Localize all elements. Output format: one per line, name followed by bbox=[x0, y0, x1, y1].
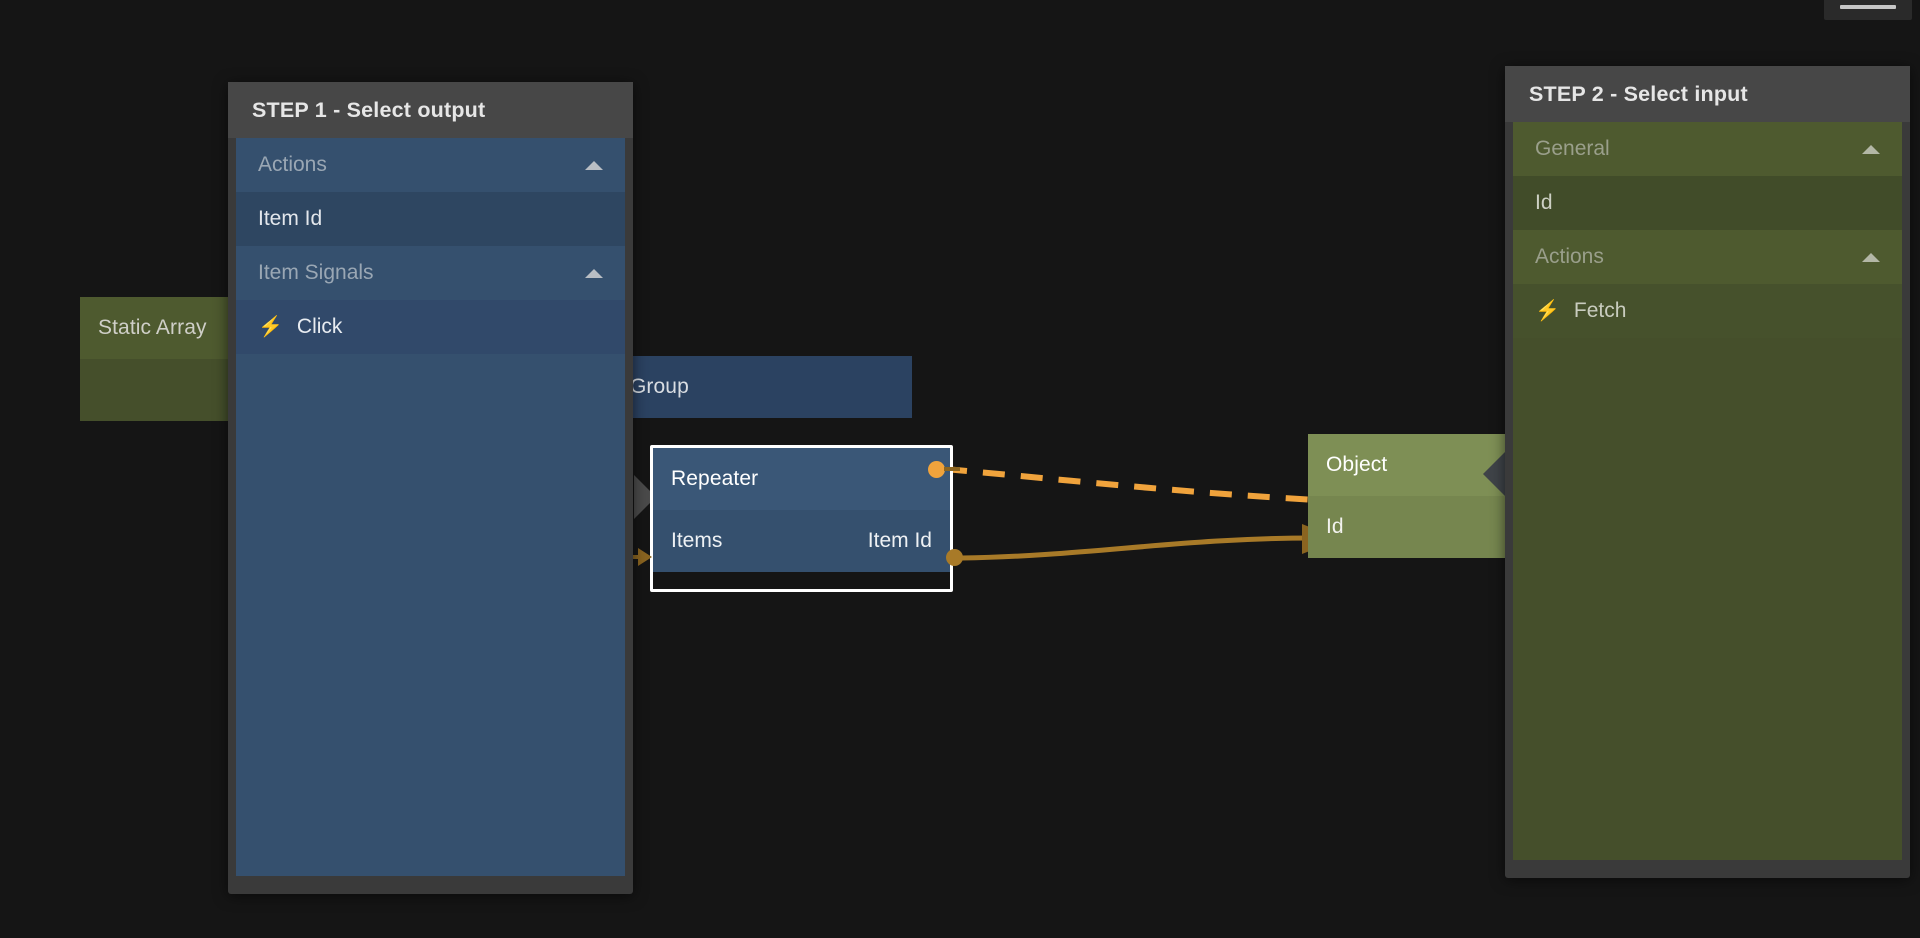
node-title: Group bbox=[612, 356, 912, 418]
step1-row-item-signals-label: Item Signals bbox=[258, 261, 374, 284]
bolt-icon: ⚡ bbox=[258, 316, 283, 338]
chevron-up-icon[interactable] bbox=[1862, 144, 1880, 154]
step1-row-item-id[interactable]: Item Id bbox=[236, 192, 625, 246]
chevron-up-icon[interactable] bbox=[585, 268, 603, 278]
step2-row-fetch-label: Fetch bbox=[1573, 299, 1627, 322]
step1-title: STEP 1 - Select output bbox=[228, 82, 633, 138]
step1-row-item-id-label: Item Id bbox=[258, 207, 323, 230]
repeater-output-port-label[interactable]: Item Id bbox=[867, 529, 932, 552]
value-connection-edge bbox=[959, 524, 1340, 561]
repeater-signal-output-stub bbox=[944, 467, 960, 471]
repeater-signal-output-port[interactable] bbox=[928, 461, 945, 478]
node-object[interactable]: Object Id bbox=[1308, 434, 1505, 558]
chevron-up-icon[interactable] bbox=[585, 160, 603, 170]
bolt-icon: ⚡ bbox=[1535, 300, 1560, 322]
step2-row-id-label: Id bbox=[1535, 191, 1553, 214]
step2-row-id[interactable]: Id bbox=[1513, 176, 1902, 230]
step1-list[interactable]: Actions Item Id Item Signals ⚡ Click bbox=[236, 138, 625, 876]
step2-row-actions[interactable]: Actions bbox=[1513, 230, 1902, 284]
step1-row-actions-label: Actions bbox=[258, 153, 327, 176]
step1-list-empty-area bbox=[236, 354, 625, 876]
step2-row-fetch[interactable]: ⚡ Fetch bbox=[1513, 284, 1902, 338]
step2-list-empty-area bbox=[1513, 338, 1902, 860]
hamburger-icon bbox=[1840, 5, 1896, 9]
repeater-items-input-port[interactable] bbox=[638, 548, 652, 566]
step1-panel[interactable]: STEP 1 - Select output Actions Item Id I… bbox=[228, 82, 633, 894]
step2-list[interactable]: General Id Actions ⚡ Fetch bbox=[1513, 122, 1902, 860]
step1-row-click[interactable]: ⚡ Click bbox=[236, 300, 625, 354]
step2-row-general-label: General bbox=[1535, 137, 1610, 160]
step2-title: STEP 2 - Select input bbox=[1505, 66, 1910, 122]
object-parent-port-icon bbox=[1483, 450, 1507, 498]
node-group[interactable]: Group bbox=[612, 356, 912, 418]
step2-row-general[interactable]: General bbox=[1513, 122, 1902, 176]
step1-row-click-label: Click bbox=[296, 315, 343, 338]
repeater-input-port-label[interactable]: Items bbox=[671, 529, 723, 552]
chevron-up-icon[interactable] bbox=[1862, 252, 1880, 262]
object-input-port-label[interactable]: Id bbox=[1326, 515, 1344, 538]
node-title: Object bbox=[1308, 434, 1505, 496]
step2-row-fetch-label-wrap: ⚡ Fetch bbox=[1535, 299, 1626, 323]
step1-row-item-signals[interactable]: Item Signals bbox=[236, 246, 625, 300]
step2-panel[interactable]: STEP 2 - Select input General Id Actions… bbox=[1505, 66, 1910, 878]
node-title: Repeater bbox=[653, 448, 950, 510]
node-ports-row: Items Item Id bbox=[653, 510, 950, 572]
node-repeater[interactable]: Repeater Items Item Id bbox=[650, 445, 953, 592]
step1-row-click-label-wrap: ⚡ Click bbox=[258, 315, 342, 339]
toolbar-menu-stub[interactable] bbox=[1824, 0, 1912, 20]
node-ports-row: Id bbox=[1308, 496, 1505, 558]
step2-row-actions-label: Actions bbox=[1535, 245, 1604, 268]
repeater-value-output-port[interactable] bbox=[946, 549, 963, 566]
step1-row-actions[interactable]: Actions bbox=[236, 138, 625, 192]
